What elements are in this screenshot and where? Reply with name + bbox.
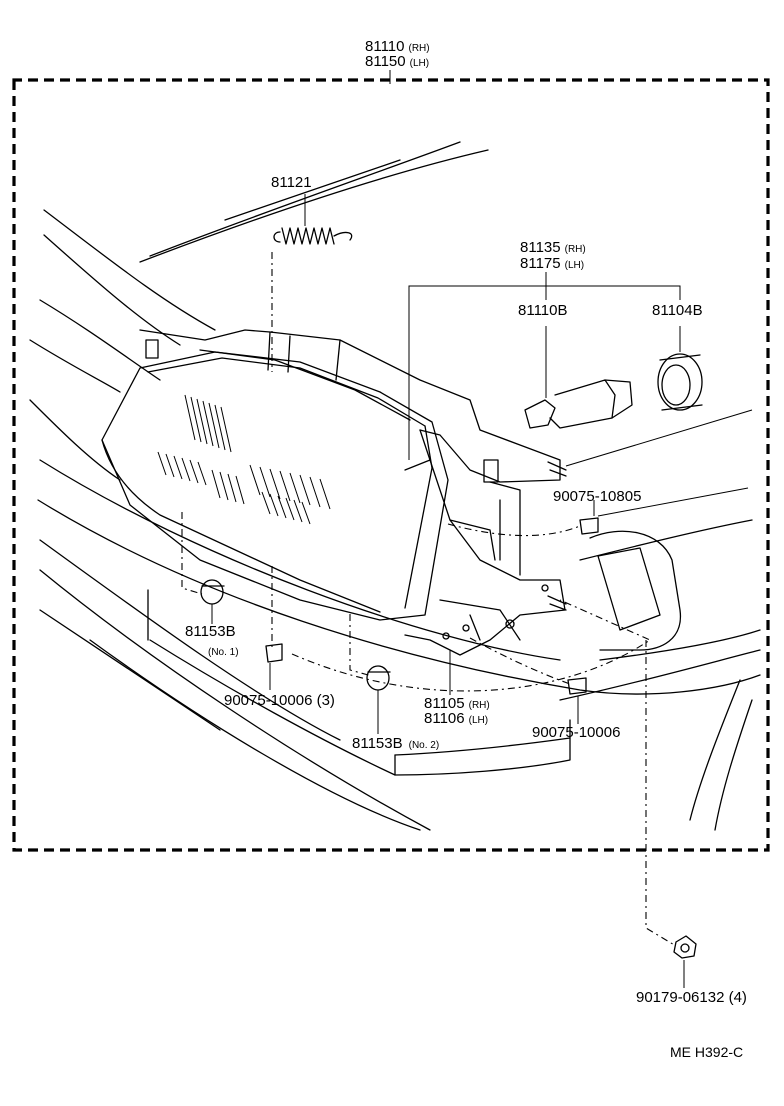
socket-lh-tag: (LH) [564, 260, 585, 271]
adjuster-no2-tag: (No. 2) [408, 740, 440, 751]
retainer-ring-part [657, 326, 703, 411]
socket-rh-label: 81135(RH) [520, 240, 586, 258]
lens-hatching [157, 394, 331, 525]
socket-lh-number: 81175 [520, 255, 561, 272]
adjuster-no1-tag: (No. 1) [208, 647, 239, 658]
fasteners [265, 409, 753, 695]
bulb-label: 81110B [518, 302, 568, 319]
assembly-part-lh: 81150(LH) [365, 54, 429, 72]
retainer-label: 81104B [652, 302, 703, 319]
turn-signal-lens [589, 530, 681, 651]
socket-rh-number: 81135 [520, 239, 561, 256]
adjuster-no2-part [366, 665, 391, 734]
adjuster-no1-label: 81153B [185, 623, 236, 640]
adjuster-no2-number: 81153B [352, 735, 403, 752]
nut-part [673, 935, 697, 988]
bulb-socket-part [524, 326, 633, 429]
front-bumper [147, 589, 571, 776]
diagram-code: ME H392-C [670, 1044, 744, 1060]
bracket-rh-tag: (RH) [468, 700, 490, 711]
screw-10006-label: 90075-10006 [532, 724, 621, 741]
socket-lh-label: 81175(LH) [520, 256, 584, 274]
socket-leader [408, 272, 681, 460]
adjuster-no2-label: 81153B (No. 2) [352, 736, 439, 754]
assembly-frame [12, 78, 770, 852]
spring-label: 81121 [271, 174, 312, 191]
label-leaders [269, 650, 579, 724]
assembly-part-lh-number: 81150 [365, 53, 406, 70]
assembly-part-rh-number: 81110 [365, 38, 405, 55]
nut-label: 90179-06132 (4) [636, 989, 747, 1006]
bracket-rh-label: 81105(RH) [424, 696, 490, 714]
assembly-part-rh: 81110(RH) [365, 39, 430, 57]
assembly-part-lh-tag: (LH) [409, 58, 430, 69]
spring-part [273, 194, 353, 245]
bracket-lh-label: 81106(LH) [424, 711, 488, 729]
body-contours [29, 141, 761, 831]
bracket-rh-number: 81105 [424, 695, 465, 712]
assembly-part-rh-tag: (RH) [408, 43, 430, 54]
bracket-lh-number: 81106 [424, 710, 465, 727]
bracket-lh-tag: (LH) [468, 715, 489, 726]
adjuster-no1-part [200, 579, 225, 624]
screw-10006-qty-label: 90075-10006 (3) [224, 692, 335, 709]
installation-lines [181, 252, 677, 947]
screw-10805-label: 90075-10805 [553, 488, 642, 505]
socket-rh-tag: (RH) [564, 244, 586, 255]
